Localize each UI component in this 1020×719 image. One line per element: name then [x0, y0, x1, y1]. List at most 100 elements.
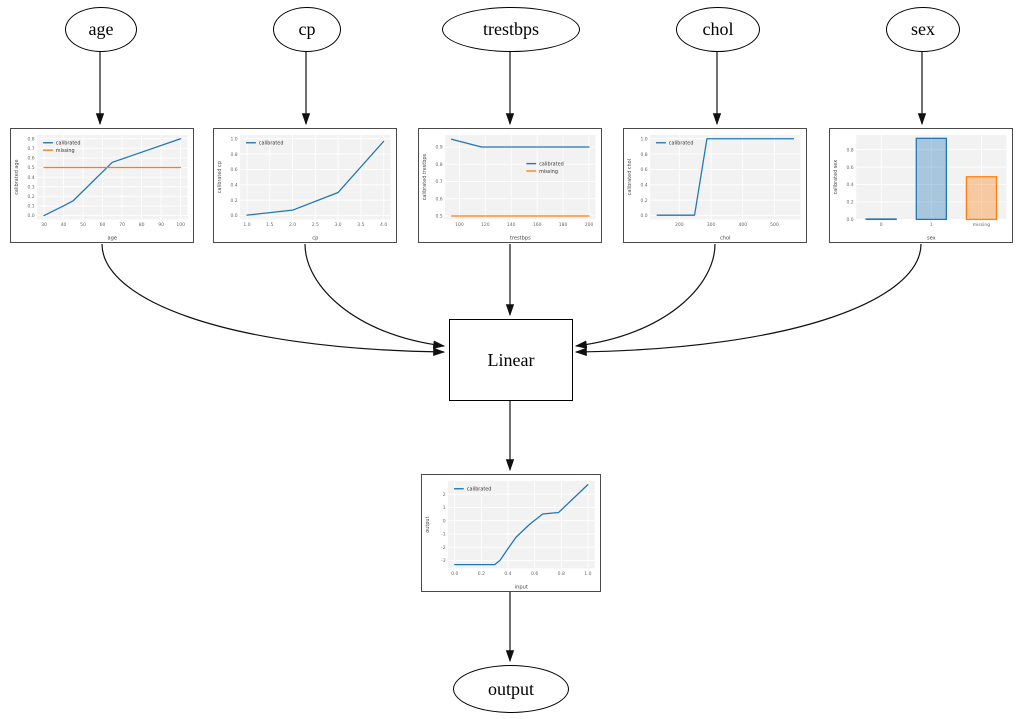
- svg-text:100: 100: [455, 222, 464, 228]
- svg-text:0.4: 0.4: [847, 182, 854, 188]
- svg-text:500: 500: [770, 222, 779, 228]
- svg-text:30: 30: [41, 222, 47, 228]
- svg-text:50: 50: [80, 222, 86, 228]
- svg-text:1.0: 1.0: [231, 136, 238, 142]
- svg-text:calibrated: calibrated: [259, 141, 284, 147]
- svg-text:0.2: 0.2: [478, 571, 485, 577]
- svg-text:0.5: 0.5: [28, 165, 35, 171]
- input-node-age-label: age: [88, 19, 114, 39]
- svg-text:trestbps: trestbps: [510, 236, 531, 242]
- svg-text:calibrated age: calibrated age: [14, 159, 20, 194]
- svg-text:-3: -3: [441, 558, 446, 564]
- svg-text:calibrated: calibrated: [467, 487, 492, 493]
- svg-text:4.0: 4.0: [380, 222, 387, 228]
- input-node-chol: chol: [676, 7, 760, 52]
- svg-text:calibrated trestbps: calibrated trestbps: [422, 154, 428, 201]
- svg-text:missing: missing: [539, 169, 558, 175]
- svg-text:chol: chol: [720, 236, 731, 242]
- svg-text:2.5: 2.5: [312, 222, 319, 228]
- output-node: output: [453, 665, 569, 713]
- svg-text:0.7: 0.7: [436, 179, 443, 185]
- svg-text:calibrated sex: calibrated sex: [833, 160, 839, 195]
- svg-text:0.4: 0.4: [641, 183, 648, 189]
- svg-text:calibrated: calibrated: [539, 161, 564, 167]
- svg-text:sex: sex: [927, 236, 936, 242]
- svg-text:0.0: 0.0: [231, 213, 238, 219]
- svg-text:0.2: 0.2: [28, 194, 35, 200]
- chol-calibration-chart: 200 300 400 500 0.0 0.2 0.4 0.6 0.8 1.0 chol calibr…: [627, 134, 801, 242]
- svg-text:120: 120: [481, 222, 490, 228]
- svg-text:200: 200: [675, 222, 684, 228]
- svg-text:0.0: 0.0: [641, 213, 648, 219]
- svg-text:90: 90: [158, 222, 164, 228]
- svg-text:100: 100: [176, 222, 185, 228]
- svg-text:0.4: 0.4: [504, 571, 511, 577]
- svg-text:0.8: 0.8: [231, 152, 238, 158]
- svg-text:60: 60: [100, 222, 106, 228]
- svg-text:1.5: 1.5: [266, 222, 273, 228]
- svg-text:0.2: 0.2: [641, 198, 648, 204]
- svg-text:0: 0: [880, 222, 883, 228]
- linear-node-label: Linear: [487, 349, 535, 370]
- svg-text:0.6: 0.6: [436, 196, 443, 202]
- input-node-sex-label: sex: [911, 19, 935, 39]
- svg-text:0.6: 0.6: [231, 167, 238, 173]
- svg-text:70: 70: [119, 222, 125, 228]
- svg-text:1.0: 1.0: [641, 136, 648, 142]
- svg-text:0.0: 0.0: [28, 213, 35, 219]
- svg-text:calibrated cp: calibrated cp: [217, 161, 223, 193]
- svg-text:300: 300: [707, 222, 716, 228]
- svg-text:0.6: 0.6: [641, 167, 648, 173]
- svg-text:-1: -1: [441, 532, 446, 538]
- linear-node: Linear: [449, 319, 573, 401]
- svg-text:0.8: 0.8: [558, 571, 565, 577]
- svg-text:output: output: [425, 516, 431, 532]
- input-node-cp: cp: [273, 7, 341, 52]
- svg-text:1: 1: [443, 505, 446, 511]
- chol-calibration-plot: 200 300 400 500 0.0 0.2 0.4 0.6 0.8 1.0 chol calibr…: [623, 128, 807, 243]
- svg-text:-2: -2: [441, 545, 446, 551]
- output-node-label: output: [487, 678, 534, 699]
- svg-text:input: input: [515, 585, 528, 591]
- svg-text:0.5: 0.5: [436, 214, 443, 220]
- svg-text:0.6: 0.6: [28, 156, 35, 162]
- edge-age-calibrator-to-linear: [101, 243, 446, 357]
- svg-text:3.5: 3.5: [357, 222, 364, 228]
- svg-text:80: 80: [139, 222, 145, 228]
- svg-text:1.0: 1.0: [584, 571, 591, 577]
- input-node-trestbps-label: trestbps: [483, 19, 539, 39]
- input-node-cp-label: cp: [298, 19, 316, 39]
- edge-sex-calibrator-to-linear: [574, 243, 922, 357]
- svg-text:3.0: 3.0: [335, 222, 342, 228]
- svg-text:calibrated chol: calibrated chol: [627, 159, 633, 195]
- svg-text:0.0: 0.0: [847, 217, 854, 223]
- svg-text:0.7: 0.7: [28, 146, 35, 152]
- svg-text:40: 40: [61, 222, 67, 228]
- edge-chol-calibrator-to-linear: [574, 243, 716, 349]
- svg-text:2.0: 2.0: [289, 222, 296, 228]
- svg-text:missing: missing: [56, 148, 75, 154]
- svg-text:400: 400: [738, 222, 747, 228]
- svg-text:1: 1: [930, 222, 933, 228]
- edge-cp-calibrator-to-linear: [304, 243, 446, 349]
- svg-text:0.8: 0.8: [641, 152, 648, 158]
- svg-text:180: 180: [559, 222, 568, 228]
- svg-text:0.8: 0.8: [847, 147, 854, 153]
- svg-text:160: 160: [533, 222, 542, 228]
- svg-text:0.3: 0.3: [28, 184, 35, 190]
- input-node-sex: sex: [886, 7, 960, 52]
- svg-text:0.8: 0.8: [28, 136, 35, 142]
- svg-text:0.2: 0.2: [847, 200, 854, 206]
- svg-text:0.6: 0.6: [847, 165, 854, 171]
- svg-text:0.4: 0.4: [28, 175, 35, 181]
